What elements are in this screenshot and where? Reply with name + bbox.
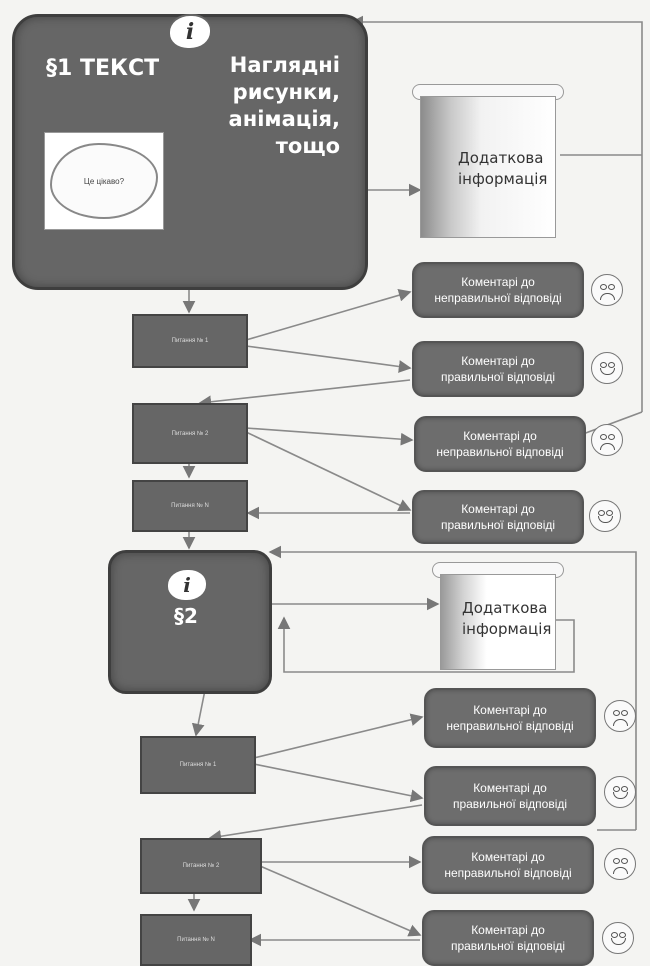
question-box[interactable]: Питання № N bbox=[140, 914, 252, 966]
comment-line: правильної відповіді bbox=[440, 518, 556, 532]
info-icon[interactable]: i bbox=[168, 14, 212, 50]
happy-face-icon bbox=[591, 352, 623, 384]
comment-line: неправильної відповіді bbox=[446, 719, 574, 733]
comment-line: неправильної відповіді bbox=[444, 866, 572, 880]
extra-line: інформація bbox=[458, 170, 548, 188]
scroll-body bbox=[420, 96, 556, 238]
info-icon[interactable]: i bbox=[166, 568, 208, 602]
comment-line: неправильної відповіді bbox=[436, 445, 564, 459]
interesting-cloud[interactable]: Це цікаво? bbox=[50, 143, 158, 219]
media-line: тощо bbox=[275, 134, 340, 158]
question-box[interactable]: Питання № 2 bbox=[140, 838, 262, 894]
comment-right[interactable]: Коментарі до правильної відповіді bbox=[412, 490, 584, 544]
section-2-title: §2 bbox=[174, 604, 198, 628]
extra-info-scroll-2[interactable]: Додаткова інформація bbox=[432, 562, 564, 670]
comment-line: правильної відповіді bbox=[440, 370, 556, 384]
sad-face-icon bbox=[604, 700, 636, 732]
question-box[interactable]: Питання № 1 bbox=[140, 736, 256, 794]
comment-line: Коментарі до bbox=[471, 850, 545, 864]
comment-wrong[interactable]: Коментарі до неправильної відповіді bbox=[422, 836, 594, 894]
happy-face-icon bbox=[604, 776, 636, 808]
comment-line: Коментарі до bbox=[461, 275, 535, 289]
comment-right[interactable]: Коментарі до правильної відповіді bbox=[412, 341, 584, 397]
section-1-media-text: Наглядні рисунки, анімація, тощо bbox=[200, 52, 340, 160]
sad-face-icon bbox=[591, 424, 623, 456]
extra-info-scroll-1[interactable]: Додаткова інформація bbox=[412, 84, 564, 238]
comment-right[interactable]: Коментарі до правильної відповіді bbox=[422, 910, 594, 966]
comment-line: Коментарі до bbox=[461, 354, 535, 368]
question-box[interactable]: Питання № N bbox=[132, 480, 248, 532]
comment-wrong[interactable]: Коментарі до неправильної відповіді bbox=[412, 262, 584, 318]
media-line: рисунки, bbox=[232, 80, 340, 104]
happy-face-icon bbox=[589, 500, 621, 532]
comment-line: Коментарі до bbox=[461, 502, 535, 516]
comment-wrong[interactable]: Коментарі до неправильної відповіді bbox=[424, 688, 596, 748]
question-box[interactable]: Питання № 1 bbox=[132, 314, 248, 368]
comment-line: Коментарі до bbox=[463, 429, 537, 443]
comment-line: Коментарі до bbox=[473, 781, 547, 795]
scroll-body bbox=[440, 574, 556, 670]
comment-right[interactable]: Коментарі до правильної відповіді bbox=[424, 766, 596, 826]
sad-face-icon bbox=[591, 274, 623, 306]
comment-line: Коментарі до bbox=[473, 703, 547, 717]
comment-line: неправильної відповіді bbox=[434, 291, 562, 305]
comment-line: правильної відповіді bbox=[452, 797, 568, 811]
media-line: Наглядні bbox=[229, 53, 340, 77]
comment-line: правильної відповіді bbox=[450, 939, 566, 953]
sad-face-icon bbox=[604, 848, 636, 880]
section-1-title: §1 ТЕКСТ bbox=[46, 56, 160, 81]
extra-info-text: Додаткова інформація bbox=[458, 148, 547, 190]
happy-face-icon bbox=[602, 922, 634, 954]
extra-line: Додаткова bbox=[458, 149, 544, 167]
media-line: анімація, bbox=[228, 107, 340, 131]
comment-wrong[interactable]: Коментарі до неправильної відповіді bbox=[414, 416, 586, 472]
extra-info-text: Додаткова інформація bbox=[462, 598, 551, 640]
question-box[interactable]: Питання № 2 bbox=[132, 403, 248, 464]
extra-line: Додаткова bbox=[462, 599, 548, 617]
comment-line: Коментарі до bbox=[471, 923, 545, 937]
extra-line: інформація bbox=[462, 620, 552, 638]
